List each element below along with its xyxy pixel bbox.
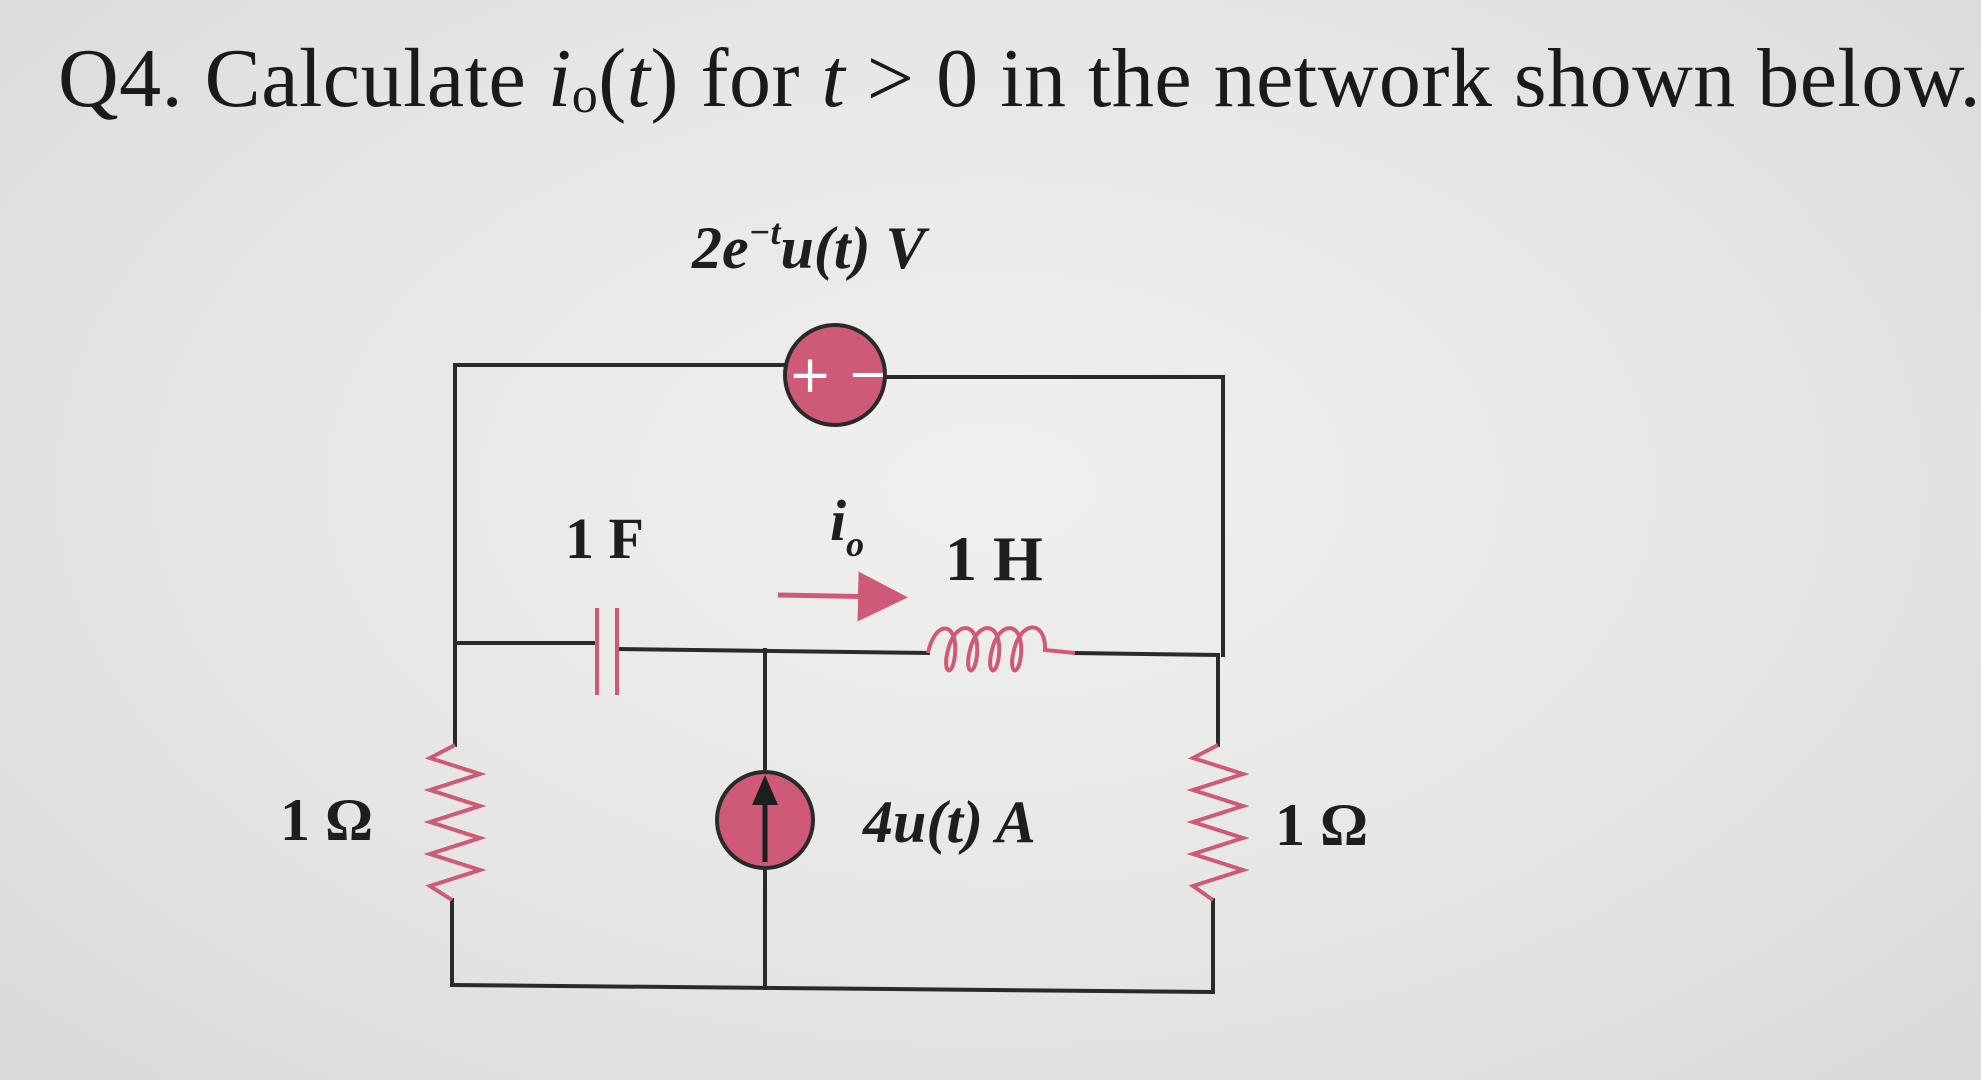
question-suffix: > 0 in the network shown below. <box>845 32 1981 125</box>
capacitor-label: 1 F <box>565 506 644 571</box>
voltage-source: + − <box>783 323 888 427</box>
question-for: for <box>679 32 822 125</box>
resistor-left-label: 1 Ω <box>280 787 373 853</box>
wire-mid-center <box>614 646 931 656</box>
current-source-label: 4u(t) A <box>862 789 1036 855</box>
question-paren-close: ) <box>650 32 679 125</box>
question-var-t2: t <box>821 32 846 125</box>
wire-mid-right <box>1072 650 1221 658</box>
current-arrow <box>777 571 908 622</box>
voltage-source-minus: − <box>848 346 888 402</box>
resistor-right <box>1186 743 1250 902</box>
voltage-label-base: 2e <box>691 215 749 281</box>
current-source-arrow-head <box>752 775 778 805</box>
circuit-diagram: + − 2e−tu(t) V 1 F io 1 H 4u(t) A 1 Ω 1 … <box>280 212 1368 995</box>
resistor-left <box>423 743 487 902</box>
wires <box>449 363 1225 995</box>
voltage-source-body <box>783 323 887 427</box>
question-sub-o: o <box>571 67 599 124</box>
voltage-label-rest: u(t) V <box>780 215 930 281</box>
question-var-i: i <box>547 32 572 125</box>
inductor-label: 1 H <box>945 523 1043 594</box>
current-label: io <box>830 488 864 564</box>
current-label-sub: o <box>846 524 864 564</box>
current-source <box>715 770 815 870</box>
question-text: Q4. Calculate io(t) for t > 0 in the net… <box>58 30 1981 127</box>
resistor-right-label: 1 Ω <box>1275 792 1368 858</box>
inductor <box>926 625 1076 673</box>
wire-bottom <box>449 982 1216 995</box>
voltage-label-exponent: −t <box>749 212 782 252</box>
voltage-source-plus: + <box>788 345 832 405</box>
question-var-t1: t <box>626 32 651 125</box>
question-paren-open: ( <box>598 32 627 125</box>
question-prefix: Q4. Calculate <box>58 32 548 125</box>
current-label-base: i <box>830 488 846 553</box>
capacitor <box>595 608 619 695</box>
voltage-source-label: 2e−tu(t) V <box>691 212 930 281</box>
